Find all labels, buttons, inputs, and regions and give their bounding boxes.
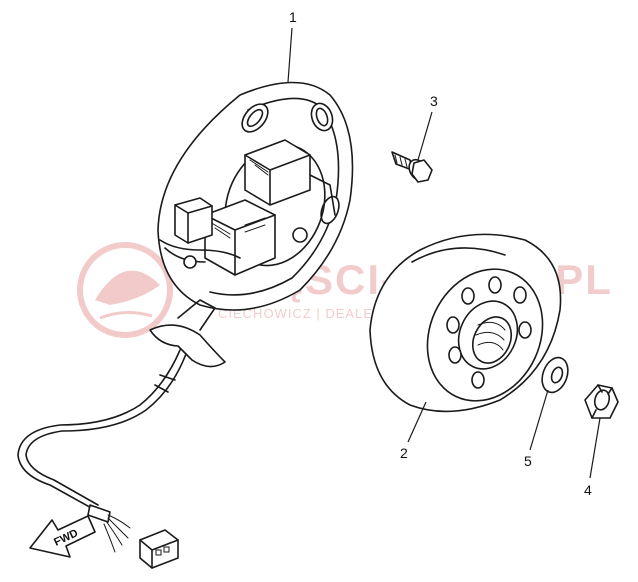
leader-lines [287, 27, 601, 479]
callout-4: 4 [584, 482, 592, 498]
flywheel-rotor [369, 233, 562, 413]
watermark-logo-icon [77, 242, 173, 338]
forward-direction-arrow-icon: FWD [29, 515, 96, 558]
callout-1: 1 [289, 9, 297, 25]
nut [584, 384, 619, 419]
stator-assembly [17, 81, 354, 569]
callout-3: 3 [430, 93, 438, 109]
callout-2: 2 [400, 445, 408, 461]
callout-5: 5 [524, 453, 532, 469]
washer [541, 356, 569, 394]
screw [391, 151, 433, 183]
